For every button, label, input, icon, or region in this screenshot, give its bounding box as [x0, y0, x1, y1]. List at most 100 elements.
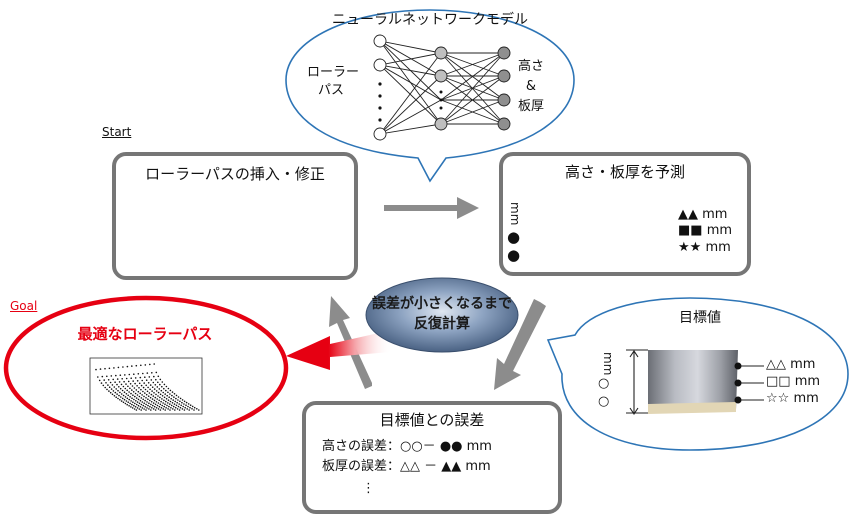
plot-dot [141, 407, 144, 409]
plot-dot [123, 380, 125, 383]
plot-dot [154, 396, 157, 399]
plot-dot [144, 406, 146, 408]
plot-dot [149, 396, 152, 399]
plot-dot [155, 407, 158, 409]
nn-hidden-nodes-1 [434, 46, 448, 131]
plot-dot [143, 395, 145, 398]
nn-edges-layer1 [379, 40, 442, 135]
predict-row-1: ▲▲ mm [678, 207, 728, 222]
nn-input-nodes [373, 34, 387, 141]
plot-dot [153, 375, 155, 378]
plot-dot [138, 395, 141, 398]
plot-dot [131, 397, 133, 400]
plot-dot [161, 381, 164, 383]
plot-dot [132, 380, 134, 382]
plot-dot [110, 375, 113, 377]
plot-dot [181, 408, 184, 410]
plot-dot [145, 409, 147, 411]
plot-dot [127, 385, 129, 388]
plot-dot [155, 390, 158, 392]
plot-dot [177, 399, 179, 401]
plot-dot [152, 402, 155, 404]
plot-dot [131, 385, 134, 387]
plot-dot [117, 389, 119, 392]
plot-dot [148, 408, 150, 410]
plot-dot [157, 391, 160, 394]
plot-dot [117, 366, 120, 369]
plot-dot [167, 402, 169, 404]
plot-dot [165, 385, 168, 388]
nn-output-nodes [497, 46, 511, 131]
plot-dot [159, 403, 162, 406]
plot-dot [108, 390, 110, 392]
plot-dot [162, 408, 165, 410]
plot-dot [171, 394, 173, 397]
plot-dot [189, 404, 192, 407]
plot-dot [119, 387, 122, 390]
plot-dot [120, 396, 122, 398]
goal-plot [89, 357, 203, 415]
plot-dot [112, 378, 114, 381]
plot-dot [108, 386, 111, 389]
plot-dot [181, 401, 183, 404]
plot-dot [158, 399, 160, 402]
plot-dot [169, 403, 171, 405]
plot-dot [168, 396, 170, 399]
plot-dot [143, 408, 145, 410]
cloud-line-2: 反復計算 [414, 316, 470, 332]
plot-dot [130, 377, 132, 380]
plot-dot [125, 400, 128, 402]
plot-dot [136, 401, 139, 403]
plot-dot [159, 378, 162, 381]
plot-dot [172, 408, 174, 410]
plot-dot [180, 404, 182, 407]
predict-row-3: ★★ mm [678, 240, 731, 255]
plot-dot [122, 366, 124, 368]
plot-dot [132, 401, 134, 404]
plot-dot [173, 403, 176, 405]
error-height-line: 高さの誤差：○○－ ●● mm [322, 439, 492, 454]
plot-dot [146, 390, 149, 393]
plot-dot [136, 380, 139, 382]
plot-dot [172, 405, 175, 408]
plot-dot [134, 406, 137, 408]
plot-dot [167, 391, 169, 394]
plot-dot [140, 403, 143, 406]
plot-dot [128, 405, 130, 407]
plot-dot [161, 404, 163, 407]
plot-dot [144, 376, 146, 379]
plot-dot [171, 402, 174, 404]
predict-box [499, 152, 751, 276]
goal-arrow [286, 330, 392, 370]
plot-dot [113, 395, 116, 397]
target-row-3: ☆☆ mm [766, 391, 819, 406]
plot-dot [161, 398, 163, 400]
plot-dot [140, 384, 143, 387]
plot-dot [136, 394, 139, 396]
plot-dot [133, 387, 136, 389]
plot-dot [186, 408, 188, 410]
plot-dot [140, 397, 143, 399]
plot-dot [119, 391, 121, 394]
plot-dot [166, 394, 168, 397]
plot-dot [152, 395, 155, 397]
plot-dot [133, 404, 135, 407]
plot-dot [119, 374, 122, 377]
plot-dot [134, 392, 137, 395]
plot-dot [170, 397, 172, 400]
plot-dot [170, 404, 173, 407]
error-thickness-line: 板厚の誤差：△△ － ▲▲ mm [322, 459, 491, 474]
plot-dot [137, 373, 140, 375]
target-mm-vertical: mm [600, 352, 615, 376]
plot-dot [121, 378, 123, 380]
plot-dot [129, 402, 131, 405]
plot-dot [127, 401, 129, 404]
plot-dot [154, 403, 157, 406]
plot-dot [151, 407, 153, 409]
plot-dot [160, 389, 163, 392]
plot-dot [184, 406, 186, 409]
plot-dot [124, 402, 127, 405]
plot-dot [125, 393, 128, 395]
plot-dot [161, 395, 164, 397]
plot-dot [155, 378, 157, 381]
